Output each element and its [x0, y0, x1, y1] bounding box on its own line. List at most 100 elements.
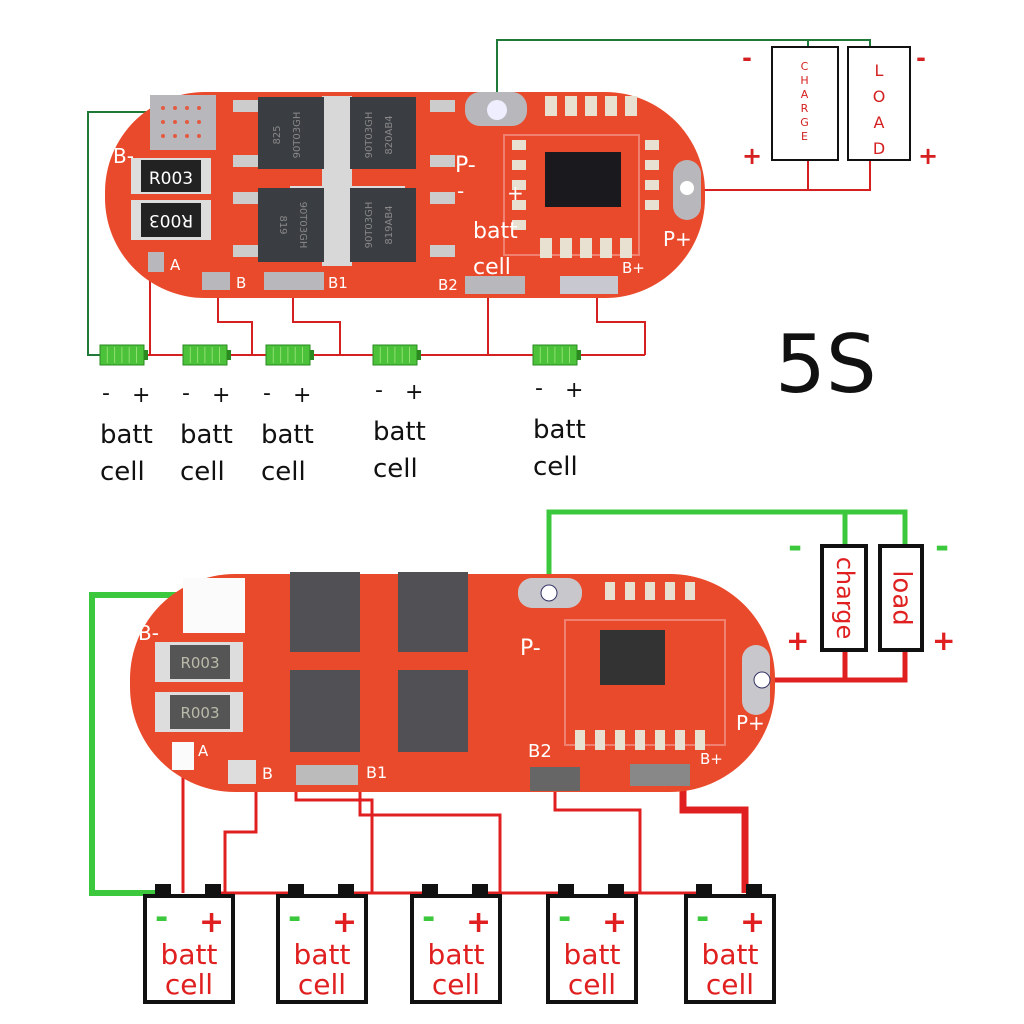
top-charge-minus: - — [742, 44, 752, 72]
bottom-label-p-plus: P+ — [736, 711, 765, 735]
b-tap-b2 — [553, 780, 642, 893]
cell-label-line2: cell — [706, 968, 754, 1001]
cell-label-line2: cell — [298, 968, 346, 1001]
cell-plus: + — [332, 905, 357, 940]
mosfet-4-code: 819AB4 — [384, 205, 395, 244]
cell-label-line2: cell — [100, 457, 145, 487]
bottom-charge-box — [820, 544, 868, 652]
cell-plus: + — [466, 905, 491, 940]
mosfet-3-label: 90T03GH — [297, 202, 308, 249]
cell-label-line2: cell — [180, 457, 225, 487]
bottom-label-a: A — [198, 742, 209, 760]
top-load-minus: - — [916, 44, 926, 72]
mosfet-2-code: 820AB4 — [384, 115, 395, 154]
cell-label-line2: cell — [373, 454, 418, 484]
bottom-charge-load: charge load - - + + — [786, 527, 955, 657]
bottom-label-b-plus: B+ — [700, 750, 723, 768]
cell-plus: + — [565, 378, 583, 403]
cell-label-line1: batt — [564, 938, 621, 971]
mosfet-1-code: 825 — [272, 125, 283, 144]
bottom-label-p-minus: P- — [520, 636, 541, 661]
mosfet-4-label: 90T03GH — [364, 202, 375, 249]
top-battery-cell: -+ batt cell — [180, 344, 233, 487]
cell-label-line2: cell — [165, 968, 213, 1001]
bottom-resistor-2: R003 — [180, 704, 219, 722]
overlay-plus: + — [507, 181, 524, 205]
battery-icon — [546, 894, 638, 1004]
battery-icon — [143, 894, 235, 1004]
bottom-green-pminus-wire — [546, 509, 908, 593]
top-label-b-plus: B+ — [622, 259, 645, 277]
tap-bplus — [596, 285, 646, 355]
top-cells: -+battcell-+battcell-+battcell-+battcell… — [99, 344, 586, 487]
cell-label-line1: batt — [294, 938, 351, 971]
bottom-charge-plus: + — [786, 624, 809, 657]
bottom-label-b1: B1 — [366, 763, 387, 782]
cell-label-line1: batt — [533, 415, 586, 445]
bottom-load-label: load — [887, 570, 917, 626]
bottom-charge-minus: - — [788, 527, 802, 567]
cell-minus: - — [263, 381, 271, 406]
top-charge-box — [771, 46, 839, 161]
top-label-p-plus: P+ — [663, 227, 692, 251]
battery-icon — [684, 894, 776, 1004]
bottom-cells: -+battcell-+battcell-+battcell-+battcell… — [143, 884, 776, 1004]
top-label-p-minus: P- — [455, 153, 476, 178]
top-label-b2: B2 — [438, 276, 458, 294]
cell-minus: - — [558, 898, 571, 936]
cell-label-line1: batt — [373, 417, 426, 447]
b-tap-b — [223, 775, 258, 893]
top-green-pminus-wire — [496, 39, 871, 108]
bottom-green-bminus-wire — [89, 592, 185, 896]
cell-label-line1: batt — [428, 938, 485, 971]
cell-plus: + — [212, 383, 230, 408]
top-load-plus: + — [918, 142, 938, 170]
cell-label-line2: cell — [533, 452, 578, 482]
battery-icon — [276, 894, 368, 1004]
bottom-charge-label: charge — [831, 557, 859, 640]
top-label-b: B — [236, 274, 246, 292]
cell-plus: + — [602, 905, 627, 940]
cell-label-line1: batt — [100, 420, 153, 450]
cell-minus: - — [422, 898, 435, 936]
top-resistor-2: R003 — [149, 210, 193, 230]
cell-plus: + — [132, 383, 150, 408]
battery-icon — [410, 894, 502, 1004]
overlay-batt: batt — [473, 219, 518, 244]
cell-minus: - — [102, 381, 110, 406]
bottom-resistor-1: R003 — [180, 654, 219, 672]
cell-label-line2: cell — [568, 968, 616, 1001]
bms-ic — [545, 152, 621, 207]
top-wires — [87, 39, 871, 356]
cell-minus: - — [182, 381, 190, 406]
cell-minus: - — [696, 898, 709, 936]
mosfet-2-label: 90T03GH — [364, 112, 375, 159]
overlay-minus: - — [457, 179, 464, 203]
bottom-load-plus: + — [932, 624, 955, 657]
cell-plus: + — [405, 380, 423, 405]
cell-label-line2: cell — [432, 968, 480, 1001]
cell-label-line1: batt — [161, 938, 218, 971]
top-label-a: A — [170, 256, 181, 274]
top-label-b1: B1 — [328, 274, 348, 292]
cell-minus: - — [288, 898, 301, 936]
bottom-label-b-minus: B- — [138, 621, 159, 645]
overlay-cell: cell — [473, 255, 511, 280]
bottom-bms-board: R003 R003 B- A B B1 B2 B+ P- P+ — [130, 572, 775, 792]
bottom-red-pplus-wire — [762, 650, 908, 683]
top-resistor-1: R003 — [149, 169, 193, 189]
cell-label-line1: batt — [180, 420, 233, 450]
bottom-load-box — [878, 544, 924, 652]
cell-plus: + — [293, 383, 311, 408]
top-load-box — [847, 46, 911, 161]
bminus-pad — [150, 95, 216, 150]
